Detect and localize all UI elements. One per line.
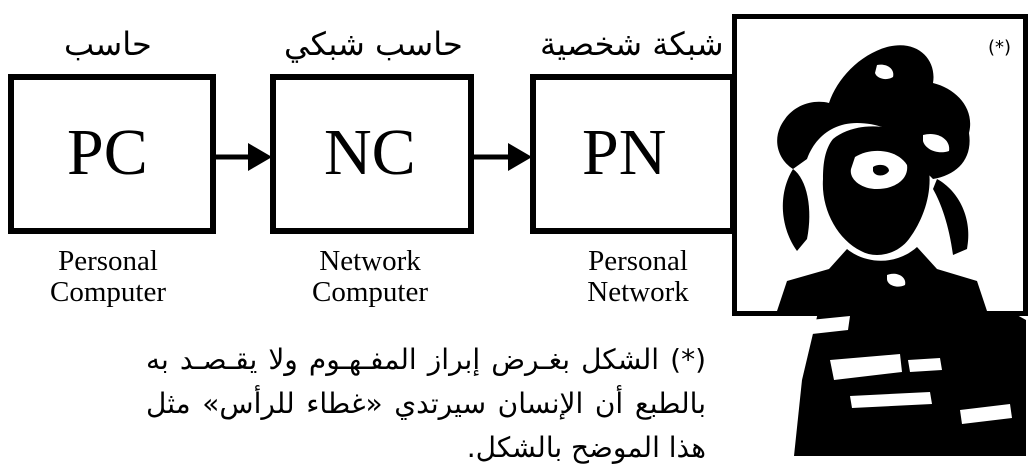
node-nc-abbreviation: NC [324,116,416,189]
node-nc-english-line2: Computer [312,276,428,308]
node-nc-arabic-label: حاسب شبكي [284,25,463,63]
node-pn-abbreviation: PN [582,116,667,189]
node-nc-english-line1: Network [319,245,421,277]
node-nc-box [270,74,474,234]
node-pc-box [8,74,216,234]
arrow-nc-to-pn [472,143,532,171]
figure-footnote-marker: (*) [987,37,1011,58]
torso-silhouette-icon [794,300,1026,456]
arrow-pc-to-nc [214,143,272,171]
node-pc-arabic-label: حاسب [64,25,152,63]
node-pn-english-line1: Personal [588,245,688,277]
node-pc-english-line1: Personal [58,245,158,277]
node-pn-box [530,74,736,234]
node-pc-english-line2: Computer [50,276,166,308]
node-pn-english-line2: Network [587,276,689,308]
person-with-headwear-silhouette-icon [777,45,987,311]
figure-footnote-text: (*) الشكل بغـرض إبراز المفـهـوم ولا يقـص… [146,343,706,464]
figure-image-panel: (*) [732,14,1028,316]
node-pc-abbreviation: PC [67,116,148,189]
node-pn-arabic-label: شبكة شخصية [540,25,724,63]
